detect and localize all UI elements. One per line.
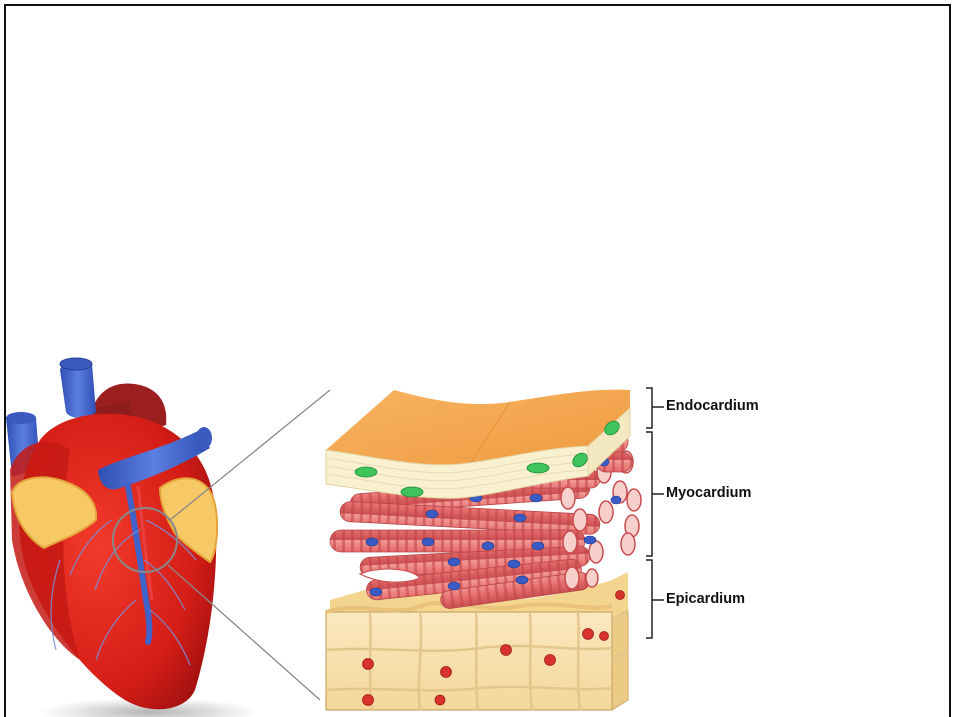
layer-brackets — [646, 388, 664, 638]
epicardium-bracket — [646, 560, 664, 638]
heart-wall-block — [326, 390, 641, 710]
myocardium-bracket — [646, 432, 664, 556]
epicardium-side — [612, 610, 628, 710]
myocardium-label: Myocardium — [666, 485, 751, 501]
left-vein-opening — [6, 412, 36, 424]
endocardium-label: Endocardium — [666, 398, 759, 414]
vena-cava-opening — [60, 358, 92, 370]
epicardium-label: Epicardium — [666, 591, 745, 607]
heart-illustration — [6, 358, 260, 717]
pulmonary-vein-opening — [196, 427, 212, 449]
endocardium-bracket — [646, 388, 664, 428]
